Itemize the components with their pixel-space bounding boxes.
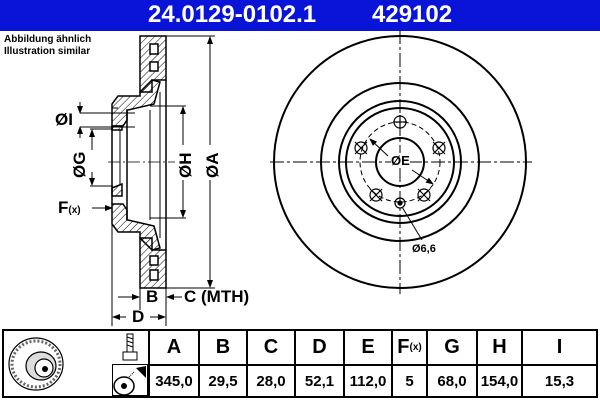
column-header-a: A [148, 331, 198, 364]
label-f-sub: (x) [68, 205, 81, 216]
note-line-en: Illustration similar [4, 46, 91, 57]
column-header-c: C [246, 331, 294, 364]
column-header-f-sub: (x) [409, 342, 422, 353]
label-dia-i: ØI [55, 110, 73, 129]
dimension-table: A B C D E F(x) G H I 345,0 29,5 28,0 52,… [2, 329, 598, 398]
value-c: 28,0 [246, 364, 294, 396]
spray-cleaning-icon [112, 364, 148, 396]
column-header-i: I [521, 331, 596, 364]
illustration-note: Abbildung ähnlich Illustration similar [4, 34, 91, 58]
label-dia-h: ØH [176, 152, 195, 179]
value-a: 345,0 [148, 364, 198, 396]
value-i: 15,3 [521, 364, 596, 396]
title-banner: 24.0129-0102.1 429102 [0, 0, 600, 31]
label-b: B [146, 287, 159, 306]
reference-number: 429102 [372, 1, 453, 28]
value-d: 52,1 [294, 364, 343, 396]
technical-drawing [77, 30, 532, 326]
bolt-holes [354, 115, 446, 209]
label-c-mth: C (MTH) [184, 287, 250, 306]
label-d: D [132, 307, 145, 326]
column-header-b: B [198, 331, 246, 364]
side-section-view [77, 35, 215, 326]
value-g: 68,0 [426, 364, 476, 396]
value-e: 112,0 [343, 364, 391, 396]
brake-disc-icon [8, 337, 64, 391]
column-header-d: D [294, 331, 343, 364]
column-header-f-letter: F [397, 336, 410, 358]
label-f: F(x) [58, 198, 81, 218]
column-header-g: G [426, 331, 476, 364]
part-number: 24.0129-0102.1 [148, 1, 317, 28]
label-dia-g: ØG [70, 151, 89, 178]
column-header-e: E [343, 331, 391, 364]
column-header-h: H [476, 331, 521, 364]
label-f-letter: F [58, 198, 69, 217]
label-hole-diameter: Ø6,6 [412, 243, 436, 255]
value-f: 5 [391, 364, 426, 396]
label-dia-a: ØA [203, 152, 222, 179]
front-view [270, 30, 532, 294]
note-line-de: Abbildung ähnlich [4, 34, 92, 45]
column-header-f: F(x) [391, 331, 426, 364]
value-h: 154,0 [476, 364, 521, 396]
value-b: 29,5 [198, 364, 246, 396]
bolt-icon [122, 333, 138, 361]
label-dia-e: ØE [391, 153, 410, 168]
